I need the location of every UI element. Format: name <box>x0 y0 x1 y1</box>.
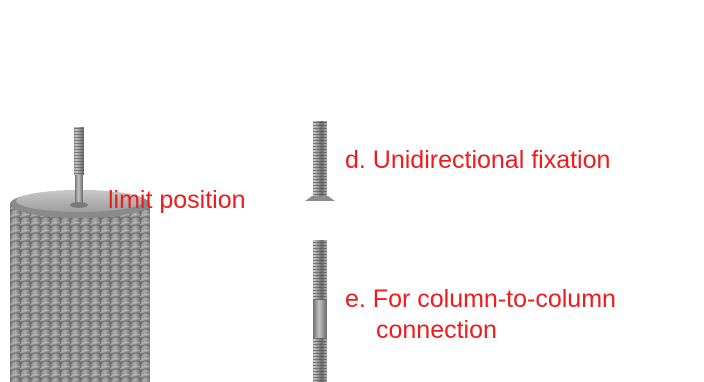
limit-rod-icon <box>70 127 88 208</box>
column-connection-label-line1: e. For column-to-column <box>345 285 616 313</box>
rope-column-texture <box>10 203 150 382</box>
limit-rod-shank <box>75 175 83 205</box>
limit-position-label: limit position <box>108 186 246 214</box>
countersunk-screw-icon <box>305 121 335 201</box>
screw-d-thread <box>313 121 327 196</box>
stud-e-lower-thread <box>313 338 327 382</box>
column-connection-label-line2: connection <box>376 316 497 344</box>
limit-rod-base <box>70 202 88 208</box>
limit-rod-thread <box>74 127 84 175</box>
rope-column-icon <box>10 190 150 382</box>
double-stud-icon <box>313 240 327 382</box>
column-connection-label: e. For column-to-column connection <box>345 284 616 346</box>
stud-e-upper-thread <box>313 240 327 300</box>
screw-d-head <box>305 196 335 201</box>
unidirectional-fixation-label: d. Unidirectional fixation <box>345 146 611 174</box>
stud-e-middle-shank <box>313 300 327 338</box>
